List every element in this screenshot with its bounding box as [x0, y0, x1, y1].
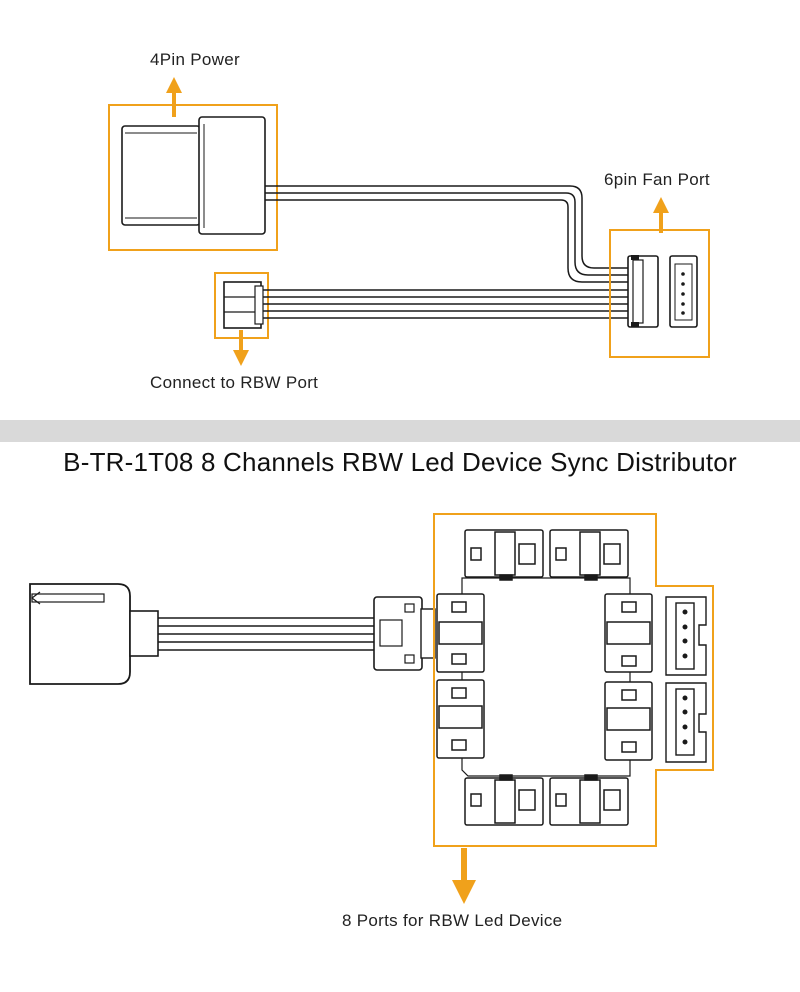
board-headers [665, 596, 707, 763]
4pin-power-connector [108, 77, 278, 251]
port-8 [549, 774, 629, 826]
rbw-cable [263, 289, 628, 319]
label-8-ports: 8 Ports for RBW Led Device [342, 911, 563, 930]
port-1 [464, 529, 544, 581]
input-cable [158, 617, 375, 651]
power-cable [265, 185, 628, 283]
port-3 [436, 593, 485, 673]
port-2 [549, 529, 629, 581]
label-4pin-power: 4Pin Power [150, 50, 240, 69]
rbw-small-connector [214, 272, 269, 366]
diagram-title: B-TR-1T08 8 Channels RBW Led Device Sync… [63, 447, 737, 477]
port-5 [604, 593, 653, 673]
port-7 [464, 774, 544, 826]
section-divider-band [0, 420, 800, 442]
ports-horizontal [464, 529, 629, 826]
cable-end-connector [373, 596, 436, 671]
label-connect-rbw-port: Connect to RBW Port [150, 373, 319, 392]
6pin-fan-port [609, 197, 710, 358]
label-6pin-fan-port: 6pin Fan Port [604, 170, 710, 189]
input-plug [29, 583, 159, 685]
ports-vertical [436, 593, 653, 761]
distributor-board-outline [433, 513, 714, 847]
power-highlight-box [108, 104, 278, 251]
port-6 [604, 681, 653, 761]
port-4 [436, 679, 485, 759]
